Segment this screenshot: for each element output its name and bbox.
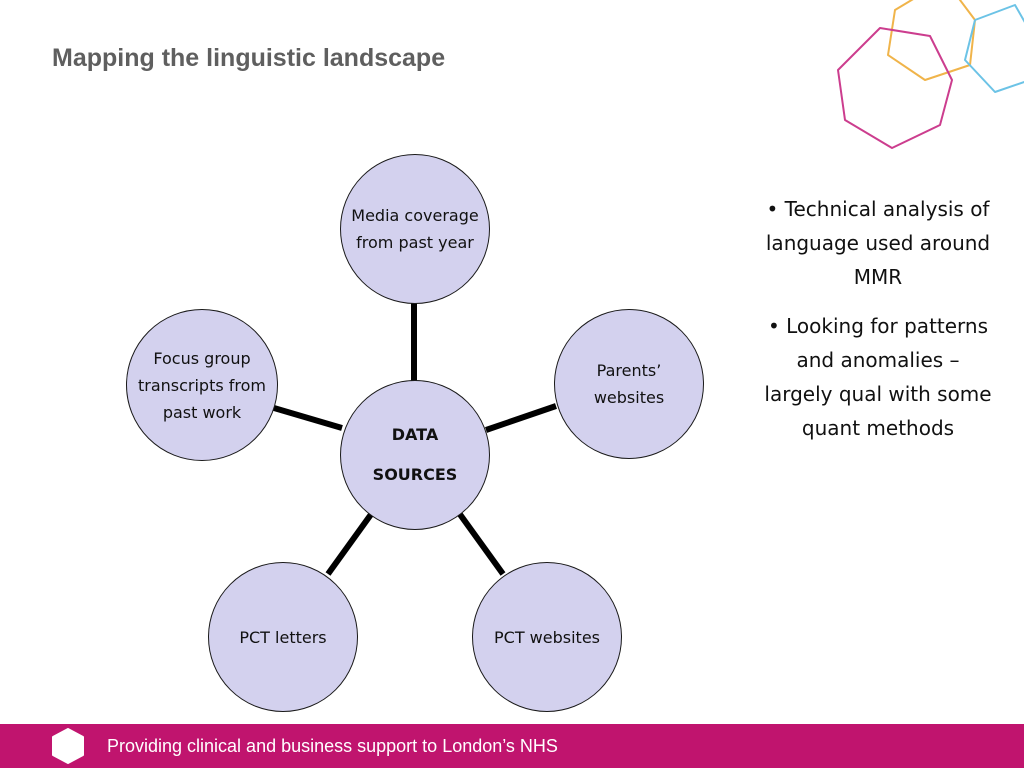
connector-focus	[273, 405, 343, 431]
node-parents-label: Parents’ websites	[593, 361, 665, 407]
node-pct-websites: PCT websites	[472, 562, 622, 712]
node-pct-websites-label: PCT websites	[494, 627, 600, 647]
connector-pct-letters	[325, 511, 375, 576]
connector-parents	[485, 403, 557, 433]
bullet-list: • Technical analysis of language used ar…	[760, 192, 996, 460]
node-media-label: Media coverage from past year	[351, 206, 479, 252]
center-label-line2: SOURCES	[372, 465, 458, 484]
connector-pct-websites	[456, 511, 506, 576]
hexagon-magenta	[837, 27, 953, 149]
node-focus-group: Focus group transcripts from past work	[126, 309, 278, 461]
bullet-item: • Technical analysis of language used ar…	[765, 197, 991, 289]
bullet-item: • Looking for patterns and anomalies – l…	[764, 314, 992, 440]
node-pct-letters-label: PCT letters	[239, 627, 327, 647]
footer-text: Providing clinical and business support …	[107, 736, 558, 756]
diagram-connectors	[273, 302, 557, 576]
hexagon-blue	[964, 4, 1024, 93]
center-label-line1: DATA	[391, 425, 439, 444]
hexagon-logo-icon	[52, 728, 84, 764]
footer-bar: Providing clinical and business support …	[0, 724, 1024, 768]
node-parents-websites: Parents’ websites	[554, 309, 704, 459]
node-pct-letters: PCT letters	[208, 562, 358, 712]
node-media-coverage: Media coverage from past year	[340, 154, 490, 304]
hexagon-decoration	[837, 0, 1024, 149]
node-focus-label: Focus group transcripts from past work	[137, 348, 267, 422]
slide-title: Mapping the linguistic landscape	[52, 44, 446, 72]
node-data-sources: DATA SOURCES	[340, 380, 490, 530]
